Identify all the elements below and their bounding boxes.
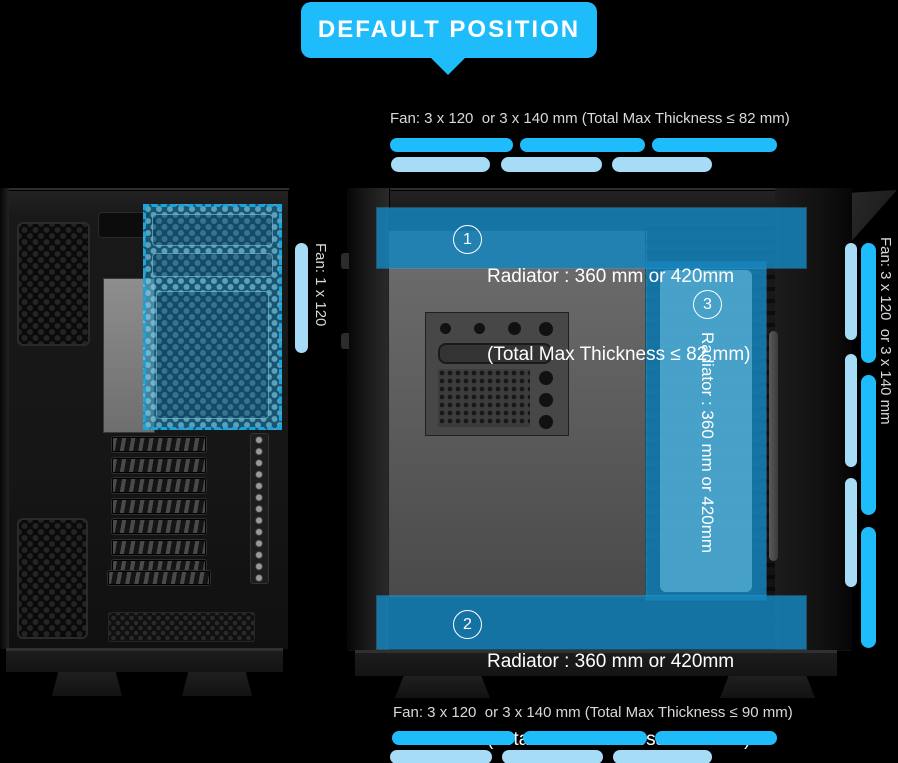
banner-label: DEFAULT POSITION [317,16,581,43]
rear-case-image [0,188,289,700]
pci-slot [112,478,206,493]
side-case-image: 3 Radiator : 360 mm or 420mm 1 Radiator … [341,186,898,750]
case-foot [720,676,815,698]
standoff-hole [539,415,553,429]
rear-top-hex-grille [17,222,90,346]
right-fan-bar-120 [845,243,857,340]
thumbscrew-strip [250,433,269,584]
hinge-knob [341,333,349,349]
right-fan-bar-120 [845,354,857,467]
top-fan-bar-140 [520,138,645,152]
callout-3-label: Radiator : 360 mm or 420mm [698,332,717,554]
cable-cutout-slot [438,343,552,364]
standoff-hole [539,393,553,407]
top-fan-bar-140 [390,138,513,152]
callout-2-line1: Radiator : 360 mm or 420mm [487,651,735,672]
callout-3-number: 3 [693,290,722,319]
standoff-hole [474,323,485,334]
left-fan-annotation: Fan: 1 x 120 [312,243,329,327]
pci-slot-stack [112,437,206,581]
callout-1-overlay: 1 Radiator : 360 mm or 420mm (Total Max … [377,208,806,365]
right-fan-bar-140 [861,375,876,515]
default-position-banner: DEFAULT POSITION [301,2,597,58]
pci-slot [112,519,206,534]
pci-slot [112,539,206,555]
side-case-base [355,650,837,676]
right-fan-annotation: Fan: 3 x 120 or 3 x 140 mm [877,237,894,425]
tray-vent-mesh [438,369,530,427]
top-fan-annotation: Fan: 3 x 120 or 3 x 140 mm (Total Max Th… [390,110,790,127]
pci-slot [112,437,206,452]
rear-fan-highlight-region [143,204,282,430]
bottom-fan-bar-140 [523,731,647,745]
case-foot [182,672,252,696]
bottom-fan-bar-120 [502,750,603,763]
callout-2-number: 2 [453,610,482,639]
top-fan-bar-140 [652,138,777,152]
rear-bottom-hex-grille [17,518,88,639]
bottom-fan-bar-140 [655,731,777,745]
highlight-mesh-band [152,253,273,277]
bottom-fan-bar-140 [392,731,515,745]
hinge-knob [341,253,349,269]
callout-2-overlay: 2 Radiator : 360 mm or 420mm (Total Max … [377,596,806,750]
top-fan-bar-120 [501,157,602,172]
standoff-hole [539,371,553,385]
standoff-hole [508,322,521,335]
top-fan-bar-120 [391,157,490,172]
pci-slot [112,457,206,473]
rear-case-left-edge [0,188,9,648]
callout-1-line2: (Total Max Thickness ≤ 82 mm) [487,344,751,365]
right-fan-bar-140 [861,527,876,648]
callout-1-line1: Radiator : 360 mm or 420mm [487,266,735,287]
pci-slot [112,498,206,514]
callout-1-text: Radiator : 360 mm or 420mm (Total Max Th… [487,212,750,420]
bottom-fan-bar-120 [390,750,492,763]
case-foot [52,672,122,696]
highlight-bracket-band [152,214,273,246]
callout-3-overlay: 3 Radiator : 360 mm or 420mm [646,262,766,600]
top-fan-bar-120 [612,157,712,172]
pci-slot-horizontal [108,571,210,585]
case-foot [395,676,490,698]
left-fan-bar-120 [295,243,308,353]
banner-arrow-down-icon [430,57,466,75]
rear-case-base [6,648,283,672]
bottom-fan-annotation: Fan: 3 x 120 or 3 x 140 mm (Total Max Th… [393,704,793,721]
callout-1-number: 1 [453,225,482,254]
highlight-mesh-panel [156,291,269,419]
standoff-hole [539,322,553,336]
cable-bar [769,331,778,561]
standoff-hole [440,323,451,334]
right-fan-bar-140 [861,243,876,363]
psu-vent-grille [108,612,255,642]
callout-3-radiator-zone [660,270,752,592]
right-fan-bar-120 [845,478,857,587]
bottom-fan-bar-120 [613,750,712,763]
motherboard-tray [425,312,569,436]
